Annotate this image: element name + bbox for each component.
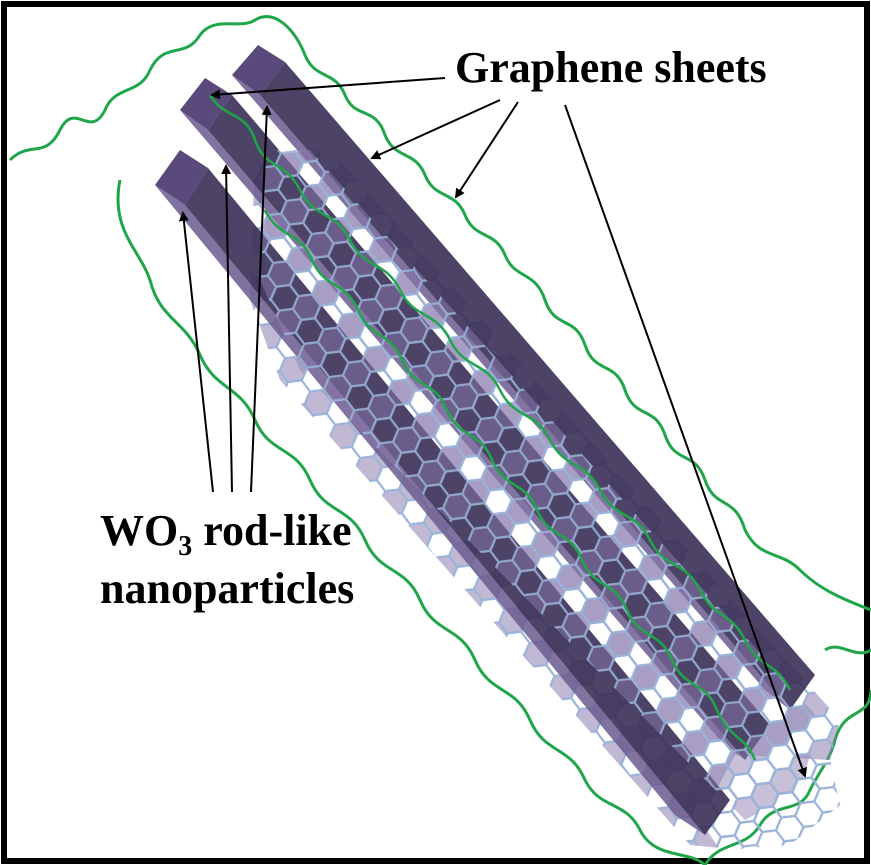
- graphene-sheet-outline-outer: [8, 15, 871, 612]
- wo3-arrow-2: [221, 164, 233, 493]
- graphene-sheet-inner-2: [263, 209, 757, 761]
- wo3-arrows: [178, 105, 272, 493]
- graphene-arrow-4: [564, 104, 808, 778]
- graphene-hex-overlay: [260, 150, 820, 820]
- graphene-arrow-3: [454, 101, 519, 199]
- graphene-arrows: [210, 77, 808, 778]
- wo3-rod-like-text: rod-like: [192, 506, 351, 555]
- wo3-subscript: 3: [178, 531, 192, 562]
- wo3-label-line1: WO3 rod-like: [100, 506, 352, 562]
- wo3-arrow-1: [178, 211, 214, 493]
- graphene-sheet-fragment-right: [824, 645, 871, 655]
- graphene-sheet-outline-lower: [116, 179, 707, 865]
- graphene-arrow-1: [210, 77, 446, 100]
- graphene-sheets-label: Graphene sheets: [455, 43, 767, 92]
- wo3-formula: WO: [100, 506, 178, 555]
- graphene-sheet-inner-1: [208, 94, 792, 691]
- wo3-arrow-3: [250, 105, 272, 493]
- wo3-label-line2: nanoparticles: [100, 564, 354, 613]
- graphene-arrow-2: [370, 99, 501, 160]
